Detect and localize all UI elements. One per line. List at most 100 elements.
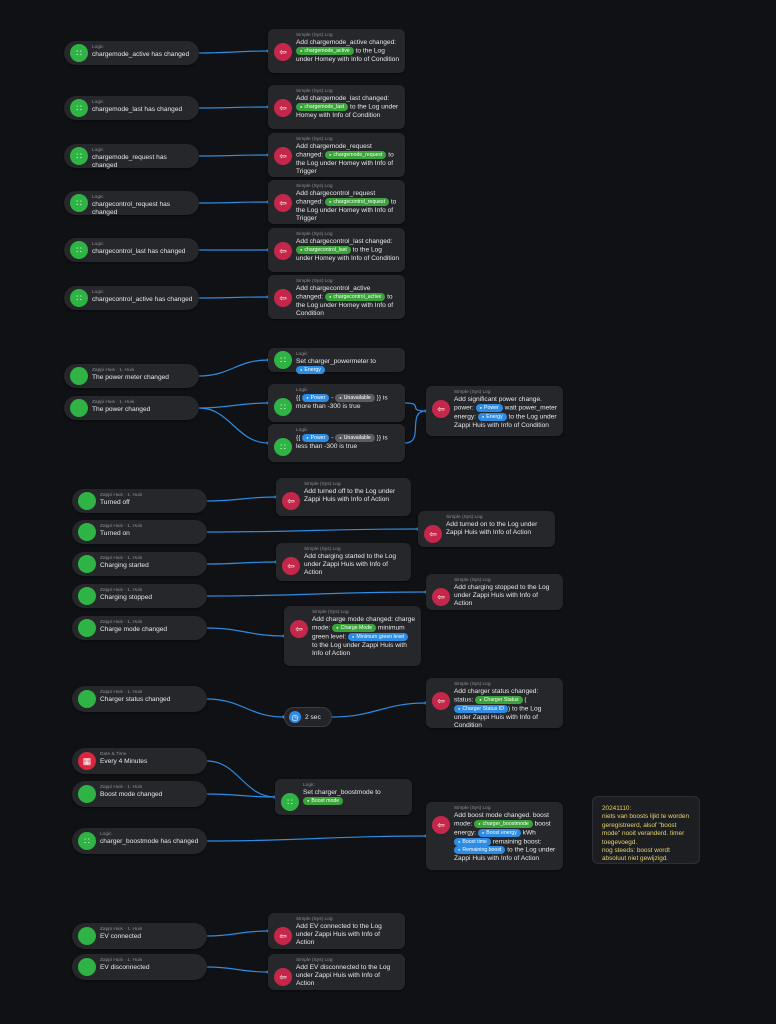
card-text: Charge mode changed — [100, 626, 168, 633]
token-tag[interactable]: Charger Status — [475, 696, 523, 705]
log-icon: ⇦ — [432, 588, 450, 606]
device-icon — [70, 367, 88, 385]
wire-t2-a2 — [198, 106, 269, 109]
card-text: Every 4 Minutes — [100, 758, 148, 765]
token-tag[interactable]: Boost mode — [303, 797, 344, 806]
calendar-icon: ▦ — [78, 752, 96, 770]
logic-icon: ∷ — [78, 832, 96, 850]
token-tag[interactable]: charger_boostmode — [474, 820, 533, 829]
action-card-a9[interactable]: ∷Logic{{ Power - Unavailable }} is less … — [268, 424, 405, 462]
token-tag[interactable]: Unavailable — [335, 394, 375, 402]
card-text: Add EV connected to the Log under Zappi … — [296, 923, 382, 947]
token-tag[interactable]: chargemode_active — [296, 47, 354, 56]
token-tag[interactable]: Minimum green level — [347, 632, 409, 641]
token-tag[interactable]: Energy — [477, 412, 507, 421]
card-source-label: Zappi Huis · 1. Huis — [100, 588, 143, 593]
logic-icon: ∷ — [274, 398, 292, 416]
card-text: chargecontrol_last has changed — [92, 248, 186, 255]
card-text: The power meter changed — [92, 374, 169, 381]
token-tag[interactable]: Charger Status ID — [454, 704, 508, 713]
card-source-label: Zappi Huis · 1. Huis — [100, 493, 143, 498]
card-source-label: Simple (Sys) Log — [454, 682, 491, 687]
device-icon — [78, 587, 96, 605]
timer-icon: ◷ — [289, 711, 301, 723]
card-text: Add EV disconnected to the Log under Zap… — [296, 964, 391, 988]
token-tag[interactable]: chargemode_last — [296, 103, 349, 112]
wire-t16-a17 — [206, 793, 276, 798]
token-tag[interactable]: Boost time — [454, 837, 491, 846]
token-tag[interactable]: chargecontrol_request — [324, 198, 390, 207]
token-tag[interactable]: chargemode_request — [324, 151, 387, 160]
card-source-label: Simple (Sys) Log — [296, 184, 333, 189]
logic-icon: ∷ — [281, 793, 299, 811]
card-source-label: Date & Time — [100, 752, 127, 757]
token-tag[interactable]: Power — [302, 434, 330, 442]
token-tag[interactable]: Power — [475, 404, 503, 413]
wire-t8-a8 — [198, 402, 269, 409]
logic-icon: ∷ — [274, 438, 292, 456]
log-icon: ⇦ — [282, 492, 300, 510]
card-text: chargemode_last has changed — [92, 106, 183, 113]
card-text: chargecontrol_request has changed — [92, 201, 171, 217]
log-icon: ⇦ — [274, 194, 292, 212]
card-text: Turned off — [100, 499, 130, 506]
token-tag[interactable]: Energy — [296, 366, 325, 375]
device-icon — [78, 619, 96, 637]
token-tag[interactable]: Charge Mode — [332, 624, 377, 633]
device-icon — [78, 523, 96, 541]
card-text: charger_boostmode has changed — [100, 838, 199, 845]
token-tag[interactable]: chargecontrol_active — [324, 293, 386, 302]
logic-icon: ∷ — [70, 99, 88, 117]
action-card-a8[interactable]: ∷Logic{{ Power - Unavailable }} is more … — [268, 384, 405, 422]
token-tag[interactable]: Remaining boost — [454, 846, 506, 855]
wire-a9-a10 — [404, 410, 427, 444]
delay-label: 2 sec — [305, 713, 321, 721]
card-text: Charging stopped — [100, 594, 153, 601]
token-tag[interactable]: chargecontrol_last — [296, 246, 351, 255]
token-tag[interactable]: Boost energy — [477, 828, 521, 837]
token-tag[interactable]: Power — [302, 394, 330, 402]
delay-card[interactable]: ◷ 2 sec — [284, 707, 332, 727]
wire-t7-a7 — [198, 359, 269, 377]
token-tag[interactable]: Unavailable — [335, 434, 375, 442]
note-card[interactable]: 20241110: niets van boosts lijkt te word… — [592, 796, 700, 864]
logic-icon: ∷ — [70, 194, 88, 212]
